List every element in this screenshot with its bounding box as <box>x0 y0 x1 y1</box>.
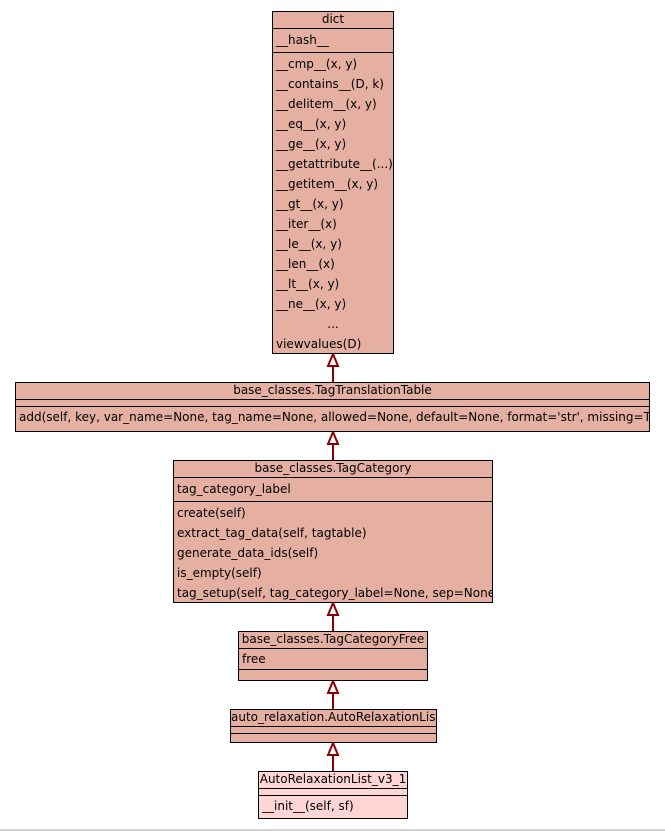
method-item: __lt__(x, y) <box>276 277 340 291</box>
method-item: __contains__(D, k) <box>276 77 384 91</box>
class-title: base_classes.TagCategoryFree <box>239 632 427 649</box>
attribute-section: free <box>239 649 427 670</box>
method-item: __eq__(x, y) <box>276 117 347 131</box>
link-v3-1-to-autorelaxationlist <box>326 740 340 771</box>
method-ellipsis: ... <box>327 317 339 331</box>
link-autorelaxationlist-to-tagcategoryfree <box>326 678 340 709</box>
method-section <box>239 670 427 676</box>
method-item: __gt__(x, y) <box>276 197 344 211</box>
method-item: __iter__(x) <box>276 217 337 231</box>
class-title: base_classes.TagCategory <box>174 461 492 478</box>
method-item: __getitem__(x, y) <box>276 177 379 191</box>
link-tagcategoryfree-to-tagcategory <box>326 600 340 631</box>
class-autorelaxationlist-v3-1[interactable]: AutoRelaxationList_v3_1 __init__(self, s… <box>258 771 408 819</box>
method-item: is_empty(self) <box>177 566 262 580</box>
class-tagcategory[interactable]: base_classes.TagCategory tag_category_la… <box>173 460 493 603</box>
class-tagtranslationtable[interactable]: base_classes.TagTranslationTable add(sel… <box>15 382 650 432</box>
attribute-item: free <box>242 652 266 666</box>
class-autorelaxationlist[interactable]: auto_relaxation.AutoRelaxationList <box>230 709 437 743</box>
method-section: create(self) extract_tag_data(self, tagt… <box>174 502 492 605</box>
attribute-section: __hash__ <box>273 29 393 53</box>
method-section <box>231 734 436 740</box>
class-title: AutoRelaxationList_v3_1 <box>259 772 407 789</box>
method-item: __ne__(x, y) <box>276 297 347 311</box>
method-section: __init__(self, sf) <box>259 796 407 816</box>
class-title: auto_relaxation.AutoRelaxationList <box>231 710 436 727</box>
method-section: __cmp__(x, y) __contains__(D, k) __delit… <box>273 53 393 356</box>
method-item: extract_tag_data(self, tagtable) <box>177 526 367 540</box>
link-tagtranslationtable-to-dict <box>326 351 340 382</box>
class-title: base_classes.TagTranslationTable <box>16 383 649 400</box>
attribute-item: __hash__ <box>276 33 329 47</box>
attribute-section: tag_category_label <box>174 478 492 502</box>
method-section: add(self, key, var_name=None, tag_name=N… <box>16 407 649 429</box>
attribute-section <box>231 727 436 734</box>
link-tagcategory-to-tagtranslationtable <box>326 429 340 460</box>
class-title: dict <box>273 12 393 29</box>
method-item: __init__(self, sf) <box>262 799 354 813</box>
method-item: viewvalues(D) <box>276 337 362 351</box>
method-item: create(self) <box>177 506 246 520</box>
method-item: __cmp__(x, y) <box>276 57 358 71</box>
method-item: __len__(x) <box>276 257 335 271</box>
attribute-section <box>259 789 407 796</box>
method-item: __le__(x, y) <box>276 237 342 251</box>
method-item: tag_setup(self, tag_category_label=None,… <box>177 586 492 600</box>
attribute-section <box>16 400 649 407</box>
method-item: __ge__(x, y) <box>276 137 347 151</box>
method-item: add(self, key, var_name=None, tag_name=N… <box>19 410 649 424</box>
class-dict[interactable]: dict __hash__ __cmp__(x, y) __contains__… <box>272 11 394 354</box>
method-item: __getattribute__(...) <box>276 157 393 171</box>
method-item: generate_data_ids(self) <box>177 546 319 560</box>
attribute-item: tag_category_label <box>177 482 291 496</box>
method-item: __delitem__(x, y) <box>276 97 377 111</box>
class-tagcategoryfree[interactable]: base_classes.TagCategoryFree free <box>238 631 428 681</box>
window-bottom-edge <box>0 829 665 831</box>
